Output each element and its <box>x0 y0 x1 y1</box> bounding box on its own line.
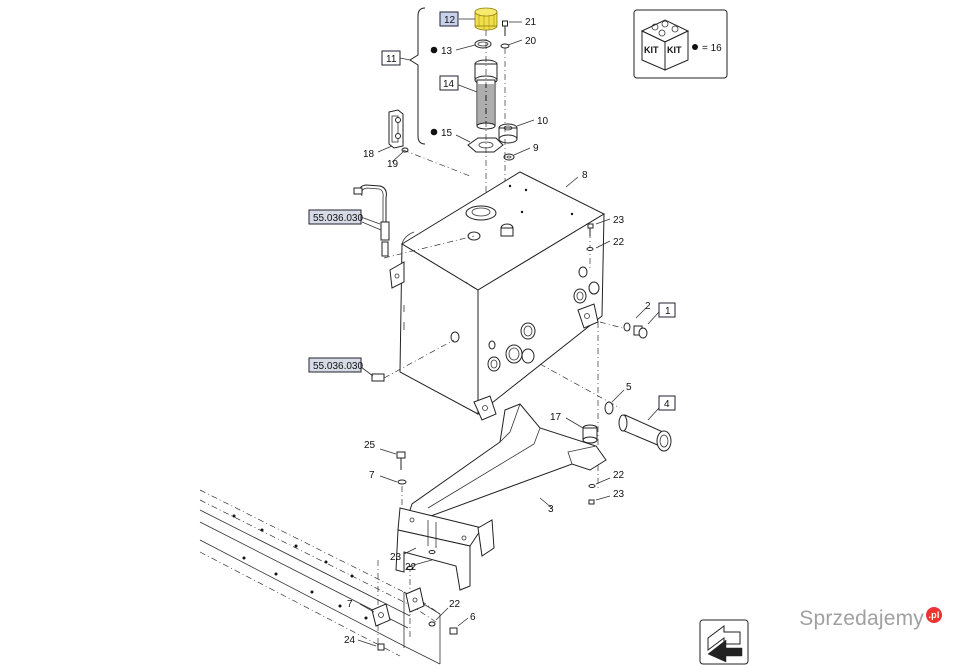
callout-10: 10 <box>537 116 549 127</box>
bolt-set-lower <box>357 547 469 651</box>
callout-6: 6 <box>470 612 476 623</box>
callout-1: 1 <box>665 306 671 317</box>
callout-7-upper: 7 <box>369 470 375 481</box>
callout-24: 24 <box>344 635 356 646</box>
callout-4: 4 <box>664 399 670 410</box>
tank-frame <box>395 403 607 591</box>
callout-7-lower: 7 <box>347 599 353 610</box>
callout-19: 19 <box>387 159 399 170</box>
kit-dot-icon <box>430 46 438 54</box>
bolt-upper-right <box>586 218 611 251</box>
plug-part <box>623 307 660 339</box>
filler-cap <box>474 7 498 31</box>
level-sensor <box>353 184 390 257</box>
suction-tube <box>604 389 672 452</box>
filter-assembly <box>399 7 535 230</box>
bolt-set-left <box>379 448 407 510</box>
callout-21: 21 <box>525 17 537 28</box>
callout-11: 11 <box>386 54 397 65</box>
callout-13: 13 <box>441 46 453 57</box>
callout-14: 14 <box>443 79 455 90</box>
kit-legend: KIT KIT = 16 <box>633 9 728 79</box>
callout-box-12 <box>439 11 459 27</box>
kit-dot-icon <box>430 128 438 136</box>
rubber-mount <box>565 417 598 444</box>
callout-18: 18 <box>363 149 375 160</box>
ref-link-upper[interactable]: 55.036.030 <box>313 213 363 224</box>
gasket <box>467 137 504 153</box>
callout-8: 8 <box>582 170 588 181</box>
kit-legend-label: = 16 <box>702 43 722 54</box>
callout-22-right: 22 <box>613 470 625 481</box>
bolt-set-right <box>588 477 611 505</box>
callout-22-bottom: 22 <box>449 599 461 610</box>
callout-22-lower: 22 <box>405 562 417 573</box>
breather <box>498 123 518 144</box>
callout-23-lower: 23 <box>390 552 402 563</box>
callout-23-upper: 23 <box>613 215 625 226</box>
callout-15: 15 <box>441 128 453 139</box>
watermark: Sprzedajemy.pl <box>799 607 942 631</box>
callout-12: 12 <box>444 15 456 26</box>
callout-3: 3 <box>548 504 554 515</box>
watermark-text: Sprzedajemy <box>799 607 924 630</box>
callout-22-upper: 22 <box>613 237 625 248</box>
callout-5: 5 <box>626 382 632 393</box>
callout-9: 9 <box>533 143 539 154</box>
watermark-suffix: .pl <box>926 607 942 623</box>
kit-box-icon: KIT KIT <box>640 19 690 71</box>
chassis-rail <box>199 489 441 665</box>
callout-20: 20 <box>525 36 537 47</box>
mount-bracket <box>377 109 471 177</box>
forward-direction-icon <box>699 619 749 665</box>
callout-23-right: 23 <box>613 489 625 500</box>
tank-ports <box>487 266 600 372</box>
ref-box-lower[interactable]: 55.036.030 <box>308 357 363 373</box>
callout-labels: 12 11 14 1 4 13 15 21 20 10 9 18 19 8 23… <box>344 11 676 646</box>
svg-text:KIT: KIT <box>667 45 682 55</box>
hose-fitting <box>360 366 385 382</box>
callout-2: 2 <box>645 301 651 312</box>
ref-link-lower[interactable]: 55.036.030 <box>313 361 363 372</box>
svg-text:KIT: KIT <box>644 45 659 55</box>
callout-25: 25 <box>364 440 376 451</box>
hydraulic-tank <box>389 171 606 421</box>
callout-17: 17 <box>550 412 562 423</box>
kit-dot-icon <box>692 44 698 50</box>
ref-box-upper[interactable]: 55.036.030 <box>308 209 363 225</box>
